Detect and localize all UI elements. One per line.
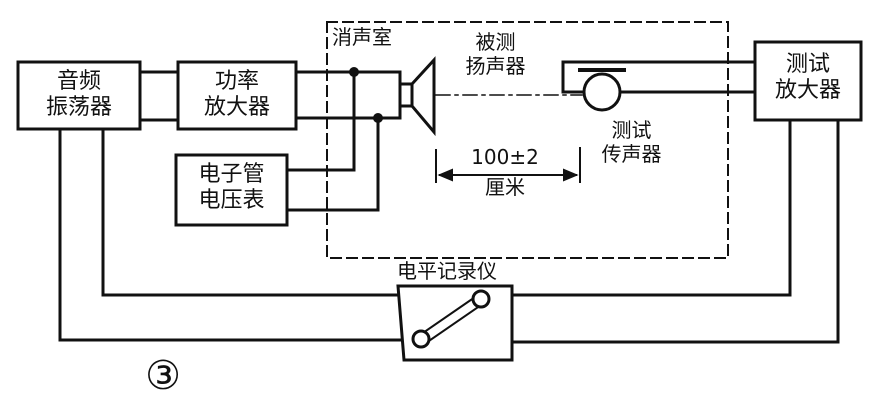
power-amplifier-label: 功率 放大器 (203, 69, 270, 121)
speaker-under-test-label: 被测 扬声器 (465, 30, 526, 78)
test-microphone-label: 测试 传声器 (601, 118, 662, 166)
anechoic-room-boundary (326, 21, 729, 259)
tube-voltmeter-box (174, 153, 289, 227)
distance-value-label: 100±2 (471, 145, 539, 169)
speaker-icon (398, 56, 436, 137)
audio-oscillator-box (16, 60, 142, 131)
microphone-icon (578, 68, 626, 112)
distance-unit-label: 厘米 (485, 175, 525, 199)
junction-dot (349, 67, 359, 77)
test-amplifier-label: 测试 放大器 (774, 52, 841, 104)
figure-number: ③ (145, 353, 181, 399)
power-amplifier-box (176, 60, 298, 131)
audio-oscillator-label: 音频 振荡器 (45, 69, 112, 121)
level-recorder-label: 电平记录仪 (397, 259, 497, 283)
test-amplifier-box (753, 40, 863, 122)
junction-dot (373, 113, 383, 123)
level-recorder-icon (396, 284, 514, 362)
anechoic-room-label: 消声室 (332, 25, 392, 49)
distance-dimension (435, 147, 581, 183)
tube-voltmeter-label: 电子管 电压表 (198, 162, 265, 214)
